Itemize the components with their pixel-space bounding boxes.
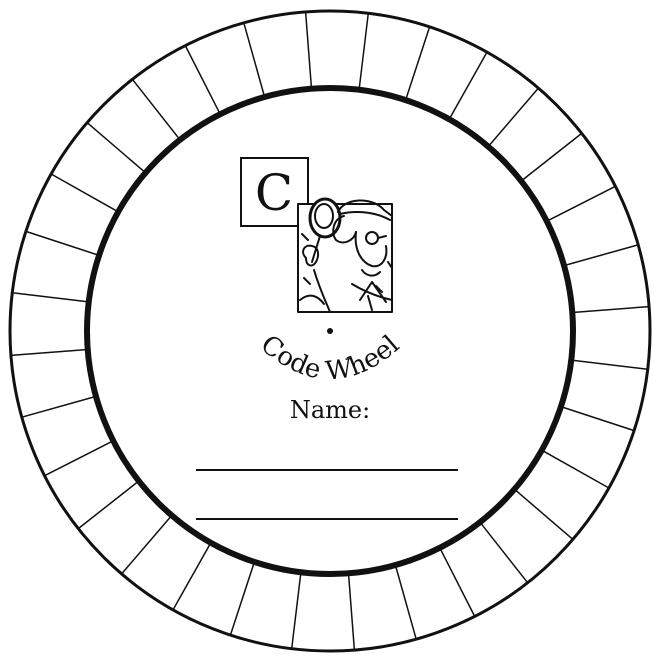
segment-divider bbox=[572, 307, 649, 313]
segment-divider bbox=[78, 481, 139, 529]
segment-divider bbox=[521, 133, 582, 181]
segment-divider bbox=[306, 12, 312, 89]
segment-divider bbox=[564, 245, 638, 266]
segment-divider bbox=[488, 88, 538, 147]
segment-divider bbox=[480, 522, 528, 583]
segment-divider bbox=[132, 79, 180, 140]
segment-divider bbox=[440, 548, 475, 617]
segment-divider bbox=[395, 565, 416, 639]
segment-divider bbox=[349, 573, 355, 650]
segment-divider bbox=[173, 543, 211, 610]
segment-divider bbox=[561, 407, 634, 431]
segment-divider bbox=[45, 441, 114, 476]
segment-divider bbox=[292, 572, 301, 648]
segment-divider bbox=[571, 360, 647, 369]
segment-divider bbox=[547, 186, 616, 221]
segment-divider bbox=[122, 515, 172, 574]
segment-divider bbox=[542, 450, 609, 488]
segment-divider bbox=[359, 13, 368, 89]
segment-divider bbox=[87, 123, 146, 173]
segment-divider bbox=[244, 23, 265, 97]
segment-divider bbox=[230, 562, 254, 635]
segment-divider bbox=[22, 396, 96, 417]
segment-divider bbox=[11, 350, 88, 356]
segment-divider bbox=[449, 52, 487, 119]
name-label: Name: bbox=[290, 396, 370, 424]
segment-divider bbox=[12, 293, 88, 302]
segment-divider bbox=[26, 231, 99, 255]
detective-magnifying-glass-icon bbox=[298, 199, 392, 312]
badge-letter: C bbox=[255, 164, 293, 222]
segment-divider bbox=[185, 46, 220, 115]
segment-divider bbox=[51, 174, 118, 212]
segment-divider bbox=[514, 489, 573, 539]
segment-divider bbox=[406, 27, 430, 100]
center-dot bbox=[327, 328, 333, 334]
